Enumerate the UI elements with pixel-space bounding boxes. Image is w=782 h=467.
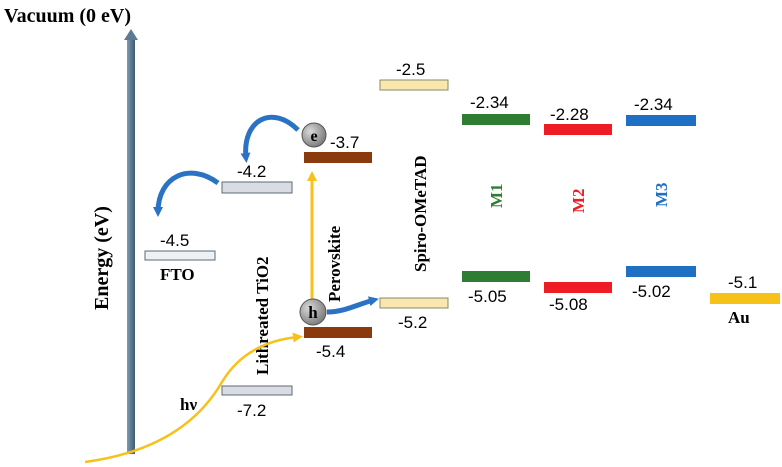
au-label: Au [728, 308, 750, 327]
tio2-vb-level [221, 385, 293, 396]
photon-label: hν [180, 395, 197, 414]
m1-label: M1 [487, 183, 506, 208]
m2-homo-level [544, 282, 612, 293]
electron-carrier-icon [301, 122, 327, 148]
m2-homo-value: -5.08 [549, 295, 588, 314]
spiro-lumo-value: -2.5 [396, 60, 425, 79]
au-level-value: -5.1 [728, 273, 757, 292]
spiro-lumo-level [379, 79, 449, 91]
fto-label: FTO [160, 265, 195, 284]
m1-lumo-level [462, 114, 530, 125]
spiro-homo-level [379, 297, 449, 309]
electron-carrier-label: e [310, 128, 317, 145]
m3-lumo-level [626, 115, 696, 126]
fto-level [144, 250, 216, 261]
spiro-homo-value: -5.2 [398, 313, 427, 332]
m3-label: M3 [652, 182, 671, 207]
perovskite-vb-level [304, 327, 372, 338]
m3-homo-level [626, 266, 696, 277]
spiro-label: Spiro-OMeTAD [411, 156, 430, 272]
vacuum-title: Vacuum (0 eV) [4, 5, 131, 27]
energy-axis-arrowhead [124, 29, 138, 40]
m1-homo-level [462, 271, 530, 282]
perovskite-vb-value: -5.4 [316, 342, 345, 361]
fto-level-value: -4.5 [160, 231, 189, 250]
m3-homo-value: -5.02 [632, 282, 671, 301]
m2-label: M2 [569, 188, 588, 213]
tio2-cb-level [221, 181, 293, 194]
y-axis-label: Energy (eV) [91, 206, 113, 310]
au-level [710, 293, 780, 304]
electron-transfer-arrow-perovskite-to-tio2 [240, 114, 300, 163]
photon-arrow [84, 332, 303, 464]
tio2-cb-value: -4.2 [237, 162, 266, 181]
hole-transfer-arrow-perovskite-to-spiro [326, 296, 379, 315]
electron-transfer-arrow-tio2-to-fto [153, 170, 220, 217]
tio2-vb-value: -7.2 [237, 401, 266, 420]
m3-lumo-value: -2.34 [634, 95, 673, 114]
hole-carrier-label: h [308, 303, 318, 322]
m1-lumo-value: -2.34 [470, 93, 509, 112]
perovskite-cb-value: -3.7 [330, 133, 359, 152]
energy-axis-bar [127, 40, 135, 454]
hole-carrier-icon [299, 298, 327, 326]
m2-lumo-level [544, 124, 612, 135]
tio2-label: Lithreated TiO2 [253, 256, 272, 375]
perovskite-cb-level [304, 152, 372, 163]
m2-lumo-value: -2.28 [550, 105, 589, 124]
m1-homo-value: -5.05 [468, 287, 507, 306]
perovskite-label: Perovskite [325, 225, 344, 302]
